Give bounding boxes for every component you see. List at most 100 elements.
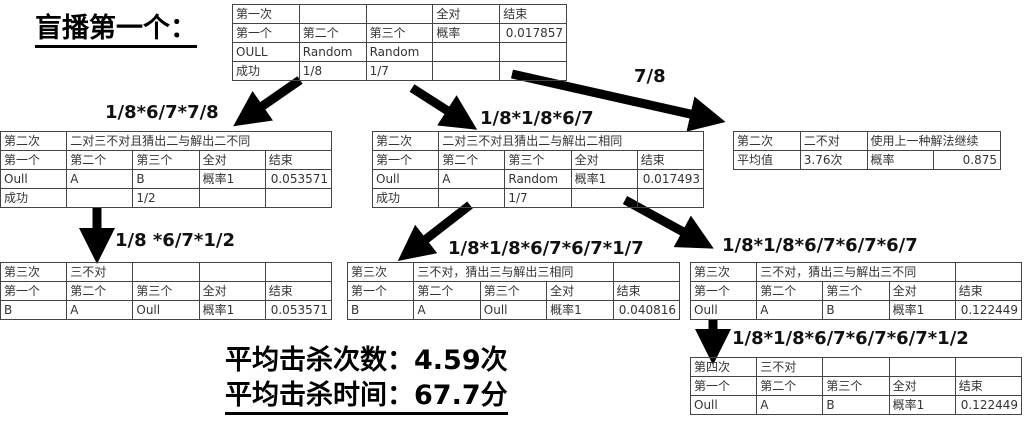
table-cell: 第一个 [346,281,415,301]
table-cell: Oull [371,169,440,189]
table-cell: Oull [689,300,758,320]
table-row: 第一个第二个第三个全对结束 [0,281,333,301]
table-cell: 全对 [888,376,956,396]
table-cell: 第三个 [479,281,548,301]
prob-label: 1/8*1/8*6/7*6/7*6/7 [722,235,918,256]
table-cell: A [756,300,824,320]
table-cell: Oull [132,300,200,320]
table-cell [264,188,333,208]
table-cell: 第二个 [756,281,824,301]
table-cell: 第三个 [132,150,200,170]
table-cell: 概率1 [198,300,266,320]
table-cell: A [66,169,134,189]
table-cell: 0.053571 [264,300,333,320]
table-cell: 第二次 [0,131,68,151]
table-cell: Oull [0,169,68,189]
table-row: 第三次三不对 [0,262,333,282]
table-cell: 0.875 [933,150,1001,170]
table-cell: 概率1 [888,300,956,320]
table-cell [888,357,956,377]
table-cell [954,262,1023,282]
table-cell: 第二个 [438,150,506,170]
arrow-t1-to-t2b [409,84,478,130]
table-cell: 第三次 [0,262,68,282]
table-cell: 全对 [198,150,266,170]
page-title: 盲播第一个： [35,6,197,48]
table-cell [499,61,567,81]
table-cell: 0.122449 [954,395,1023,415]
table-cell: 全对 [198,281,266,301]
table-cell: A [438,169,506,189]
table-cell: 概率 [866,150,935,170]
table-cell: Oull [689,395,758,415]
table-cell [432,42,501,62]
table-cell: 第三个 [132,281,200,301]
table-cell: 第一个 [689,376,758,396]
table-cell: 第一个 [0,150,68,170]
table-cell [570,188,638,208]
table-cell: B [822,395,890,415]
table-cell: 平均值 [733,150,801,170]
table-cell: 第二个 [66,281,134,301]
table-cell: 结束 [954,376,1023,396]
table-cell: 第二次 [371,131,440,151]
table-cell: 1/8 [298,61,367,81]
table-cell: 全对 [888,281,956,301]
table-cell [432,61,501,81]
table-cell: 0.017493 [636,169,705,189]
prob-label: 1/8*1/8*6/7*6/7*1/7 [448,238,644,259]
table-cell [198,262,266,282]
table-cell: 概率1 [888,395,956,415]
table-cell: A [66,300,134,320]
table-cell: 全对 [432,4,501,24]
table-cell: B [822,300,890,320]
table-cell: 结束 [612,281,681,301]
table-cell [365,4,434,24]
prob-label: 1/8*6/7*7/8 [105,102,219,123]
table-row: 第三次三不对，猜出三与解出三相同 [346,262,681,282]
table-row: 第一个第二个第三个全对结束 [371,150,705,170]
table-cell [636,188,705,208]
table-cell: 成功 [371,188,440,208]
table-cell [264,262,333,282]
prob-label: 1/8*1/8*6/7 [480,108,594,129]
table-cell: Random [365,42,434,62]
table-row: 第一个第二个第三个全对结束 [689,376,1023,396]
table-cell: B [132,169,200,189]
table-cell: 第一个 [232,23,300,43]
table-row: 第三次三不对，猜出三与解出三不同 [689,262,1023,282]
table-cell: 全对 [546,281,614,301]
table-row: 第二次二不对使用上一种解法继续 [733,131,1001,151]
table-cell: 结束 [954,281,1023,301]
table-cell: 第一个 [689,281,758,301]
table-cell [198,188,266,208]
table-cell [822,357,890,377]
table-cell: B [346,300,415,320]
table-cell [438,188,506,208]
table-cell: 概率1 [198,169,266,189]
table-cell [298,4,367,24]
table-row: 第一个第二个第三个全对结束 [689,281,1023,301]
table-cell: 使用上一种解法继续 [866,131,1001,151]
table-cell: 三不对，猜出三与解出三不同 [756,262,956,282]
table-cell: 第二个 [413,281,481,301]
arrow-t1-to-t2a [233,76,303,127]
table-cell: A [413,300,481,320]
table-cell [954,357,1023,377]
table-cell: 成功 [0,188,68,208]
table-cell: A [756,395,824,415]
